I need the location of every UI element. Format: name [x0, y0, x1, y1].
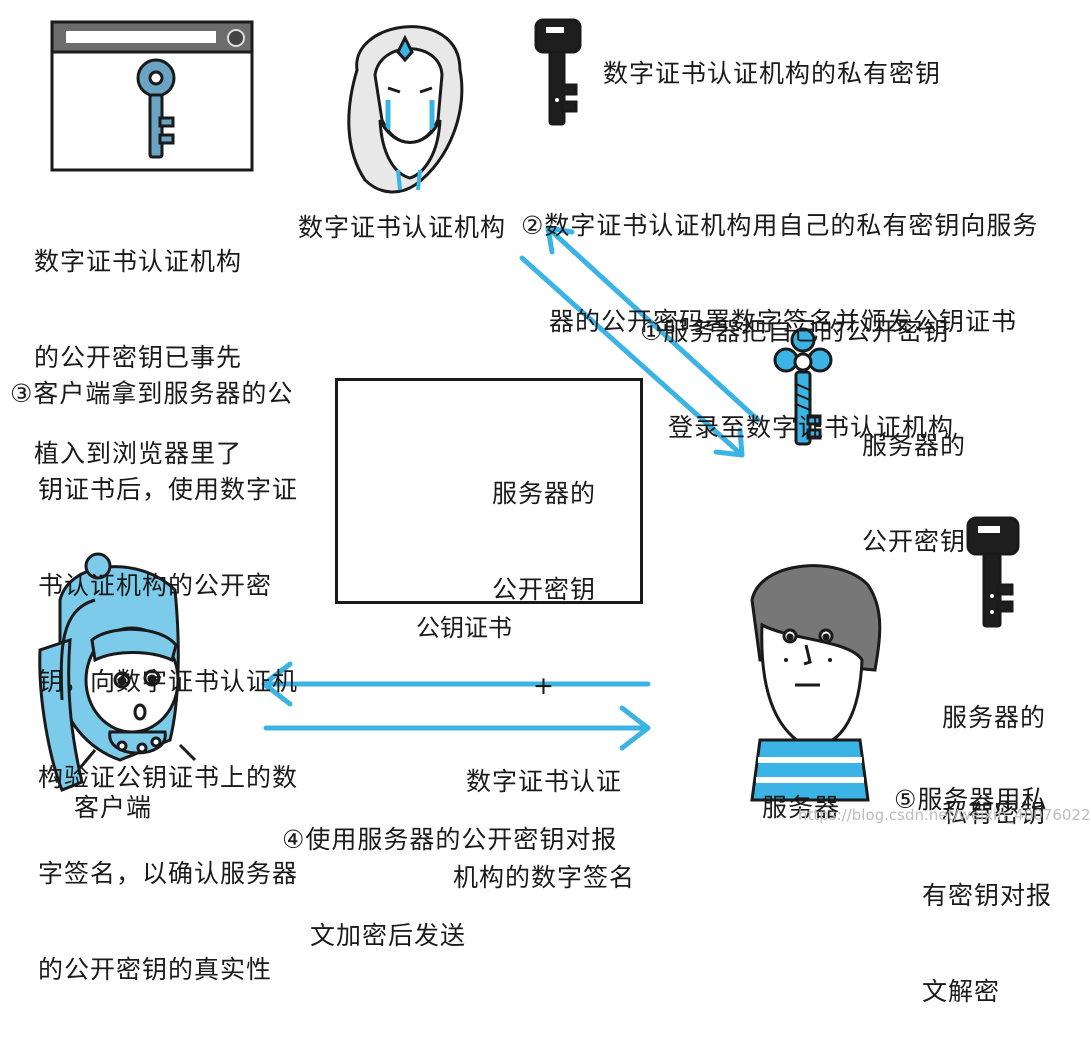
step1-line: 登录至数字证书认证机构: [668, 413, 955, 442]
public-key-certificate: [335, 378, 643, 604]
illustration: [38, 18, 1020, 802]
server-public-key-line: 公开密钥: [862, 527, 967, 556]
step2-text: ②数字证书认证机构用自己的私有密钥向服务 器的公开密码署数字签名并颁发公钥证书: [521, 146, 1038, 370]
server-label: 服务器: [762, 793, 841, 822]
step1-line: ①服务器把自己的公开密钥: [640, 317, 950, 346]
server-private-key-icon: [966, 516, 1020, 628]
step1-text: ①服务器把自己的公开密钥 登录至数字证书认证机构: [640, 252, 954, 476]
browser-note: 数字证书认证机构 的公开密钥已事先 植入到浏览器里了: [34, 182, 242, 502]
certificate-line: 机构的数字签名: [452, 863, 635, 892]
certificate-line: 数字证书认证: [465, 767, 622, 796]
server-public-key-line: 服务器的: [862, 431, 967, 460]
ca-character: [347, 25, 464, 194]
step5-line: 文解密: [922, 977, 1001, 1006]
step5-line: 有密钥对报: [922, 881, 1053, 910]
step3-line: 钥证书后，使用数字证: [38, 475, 299, 504]
step5-text: ⑤服务器用私 有密钥对报 文解密: [894, 720, 1052, 1040]
browser-note-line: 植入到浏览器里了: [34, 439, 243, 468]
step3-line: 钥，向数字证书认证机: [38, 667, 299, 696]
step4-text: ④使用服务器的公开密钥对报 文加密后发送: [282, 760, 617, 984]
step4-line: ④使用服务器的公开密钥对报: [282, 825, 618, 854]
server-character: [750, 564, 882, 802]
step3-line: 字签名，以确认服务器: [38, 859, 299, 888]
step3-line: 构验证公钥证书上的数: [38, 763, 299, 792]
step3-line: 的公开密钥的真实性: [38, 955, 273, 984]
certificate-plus: +: [533, 671, 555, 700]
certificate-content: 服务器的 公开密钥 + 数字证书认证 机构的数字签名: [444, 414, 644, 926]
certificate-caption: 公钥证书: [416, 614, 512, 642]
client-server-arrows: [261, 661, 651, 751]
server-private-key-line: 服务器的: [942, 703, 1047, 732]
ca-private-key-icon: [534, 18, 582, 126]
browser-note-line: 数字证书认证机构: [34, 247, 243, 276]
step2-line: 器的公开密码署数字签名并颁发公钥证书: [549, 307, 1018, 336]
client-label: 客户端: [74, 793, 153, 822]
step3-line: ③客户端拿到服务器的公: [10, 379, 294, 408]
ca-public-key-icon: [136, 58, 176, 159]
ca-server-arrows: [519, 225, 761, 458]
step3-text: ③客户端拿到服务器的公 钥证书后，使用数字证 书认证机构的公开密 钥，向数字证书…: [10, 314, 298, 1018]
step4-line: 文加密后发送: [310, 921, 467, 950]
certificate-line: 公开密钥: [491, 575, 596, 604]
ca-private-key-label: 数字证书认证机构的私有密钥: [603, 59, 942, 88]
client-character: [38, 552, 197, 792]
ca-label: 数字证书认证机构: [298, 213, 507, 242]
browser-note-line: 的公开密钥已事先: [34, 343, 243, 372]
certificate-line: 服务器的: [491, 479, 596, 508]
server-public-key-icon: [773, 327, 833, 446]
step3-line: 书认证机构的公开密: [38, 571, 273, 600]
step5-line: ⑤服务器用私: [894, 785, 1048, 814]
server-public-key-label: 服务器的 公开密钥: [862, 366, 966, 590]
server-private-key-label: 服务器的 私有密钥: [942, 638, 1046, 862]
watermark: https://blog.csdn.net/weixin_40076022: [798, 806, 1091, 824]
step2-line: ②数字证书认证机构用自己的私有密钥向服务: [521, 211, 1039, 240]
server-private-key-line: 私有密钥: [942, 799, 1047, 828]
